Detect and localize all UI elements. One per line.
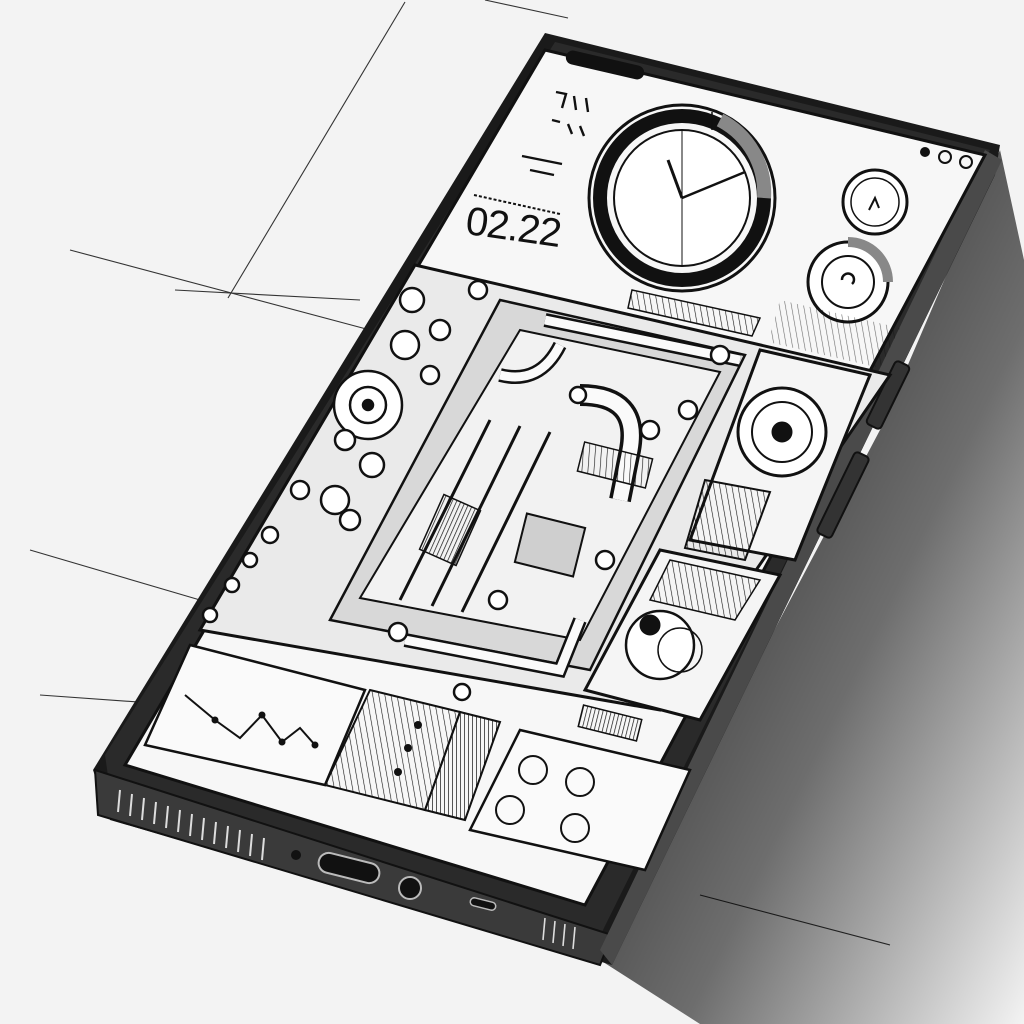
notch-bar — [565, 50, 645, 80]
phone-screen: 02.22 — [122, 48, 988, 907]
status-icons — [920, 147, 973, 169]
microphone-hole — [291, 850, 301, 860]
minute-hand — [681, 170, 746, 200]
gear-column — [201, 279, 731, 702]
cast-shadow — [600, 150, 1024, 1024]
charging-port — [317, 851, 381, 885]
knob-upper — [841, 168, 909, 236]
right-module-upper — [683, 348, 873, 562]
header-hatch-strip — [627, 289, 762, 337]
headphone-jack — [398, 876, 422, 900]
signal-icon — [920, 147, 930, 157]
side-button-lower — [816, 451, 870, 539]
indicator-dots — [394, 721, 422, 776]
hour-hand — [666, 159, 684, 199]
speaker-grille — [117, 789, 265, 861]
tick-glyphs — [521, 90, 590, 177]
battery-icon — [938, 150, 952, 164]
analog-clock-widget — [587, 103, 777, 293]
dial-panel — [468, 704, 692, 872]
hatched-panel-dark — [423, 710, 502, 822]
side-button-upper — [865, 360, 911, 430]
right-module-lower — [582, 548, 783, 722]
wifi-icon — [959, 155, 973, 169]
